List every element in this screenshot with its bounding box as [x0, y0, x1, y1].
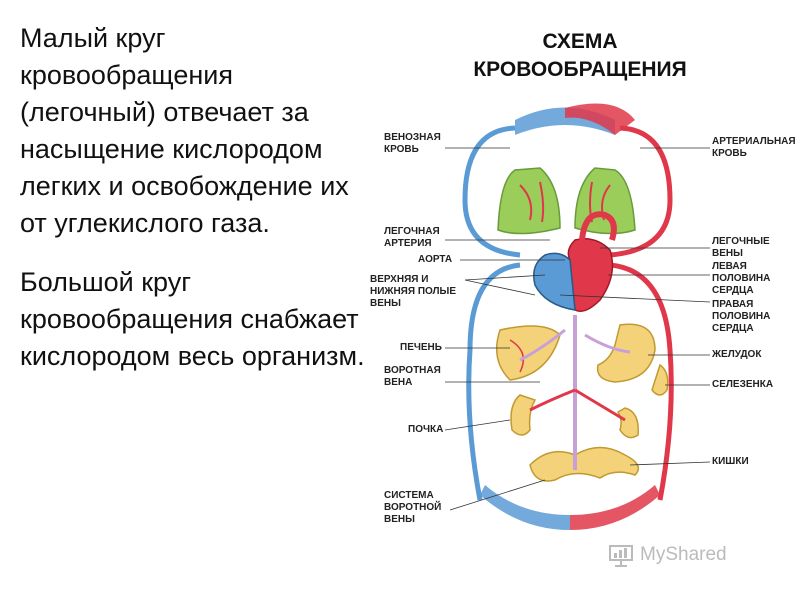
intestines-organ: [529, 446, 640, 482]
label-intestines: КИШКИ: [712, 456, 749, 467]
circulation-illustration: [444, 103, 711, 530]
label-portal-vein: ВОРОТНАЯ ВЕНА: [384, 365, 441, 388]
stomach-organ: [596, 323, 656, 383]
watermark-text: MyShared: [640, 544, 727, 565]
label-arterial-blood: АРТЕРИАЛЬНАЯ КРОВЬ: [712, 136, 796, 159]
heart-left: [567, 238, 614, 312]
aorta-arch: [579, 211, 617, 241]
label-stomach: ЖЕЛУДОК: [712, 349, 762, 360]
label-liver: ПЕЧЕНЬ: [400, 342, 442, 353]
label-right-heart: ПРАВАЯ ПОЛОВИНА СЕРДЦА: [712, 299, 771, 334]
heart-right: [533, 252, 576, 311]
circulation-diagram: ВЕНОЗНАЯ КРОВЬ ЛЕГОЧНАЯ АРТЕРИЯ АОРТА ВЕ…: [370, 90, 796, 550]
label-spleen: СЕЛЕЗЕНКА: [712, 379, 774, 390]
body-capillary-net: [480, 485, 660, 530]
pulmonary-vein-loop-left: [462, 125, 521, 258]
label-kidney: ПОЧКА: [408, 424, 444, 435]
diagram-title-line1: СХЕМА: [542, 30, 618, 53]
kidney-organ: [510, 394, 537, 436]
systemic-circulation-text: Большой круг кровообращения снабжает кис…: [20, 267, 365, 371]
systemic-artery-loop: [609, 262, 674, 501]
watermark: MyShared: [608, 540, 778, 570]
label-portal-system: СИСТЕМА ВОРОТНОЙ ВЕНЫ: [384, 490, 442, 525]
label-venous-blood: ВЕНОЗНАЯ КРОВЬ: [384, 132, 441, 155]
liver-organ: [495, 325, 561, 381]
kidney-organ-right: [616, 407, 639, 439]
label-pulmonary-artery: ЛЕГОЧНАЯ АРТЕРИЯ: [384, 226, 440, 249]
description-text: Малый круг кровообращения (легочный) отв…: [20, 20, 365, 375]
label-aorta: АОРТА: [418, 254, 453, 265]
presentation-icon: [609, 545, 633, 567]
lung-capillary-net: [515, 103, 635, 135]
systemic-vein-loop: [466, 262, 521, 501]
label-pulmonary-veins: ЛЕГОЧНЫЕ ВЕНЫ: [712, 236, 770, 259]
label-left-heart: ЛЕВАЯ ПОЛОВИНА СЕРДЦА: [712, 261, 771, 296]
label-vena-cava: ВЕРХНЯЯ И НИЖНЯЯ ПОЛЫЕ ВЕНЫ: [370, 274, 457, 309]
diagram-title: СХЕМА КРОВООБРАЩЕНИЯ: [420, 28, 740, 84]
diagram-title-line2: КРОВООБРАЩЕНИЯ: [473, 58, 687, 81]
pulmonary-circulation-text: Малый круг кровообращения (легочный) отв…: [20, 23, 349, 238]
spleen-organ: [651, 363, 669, 396]
